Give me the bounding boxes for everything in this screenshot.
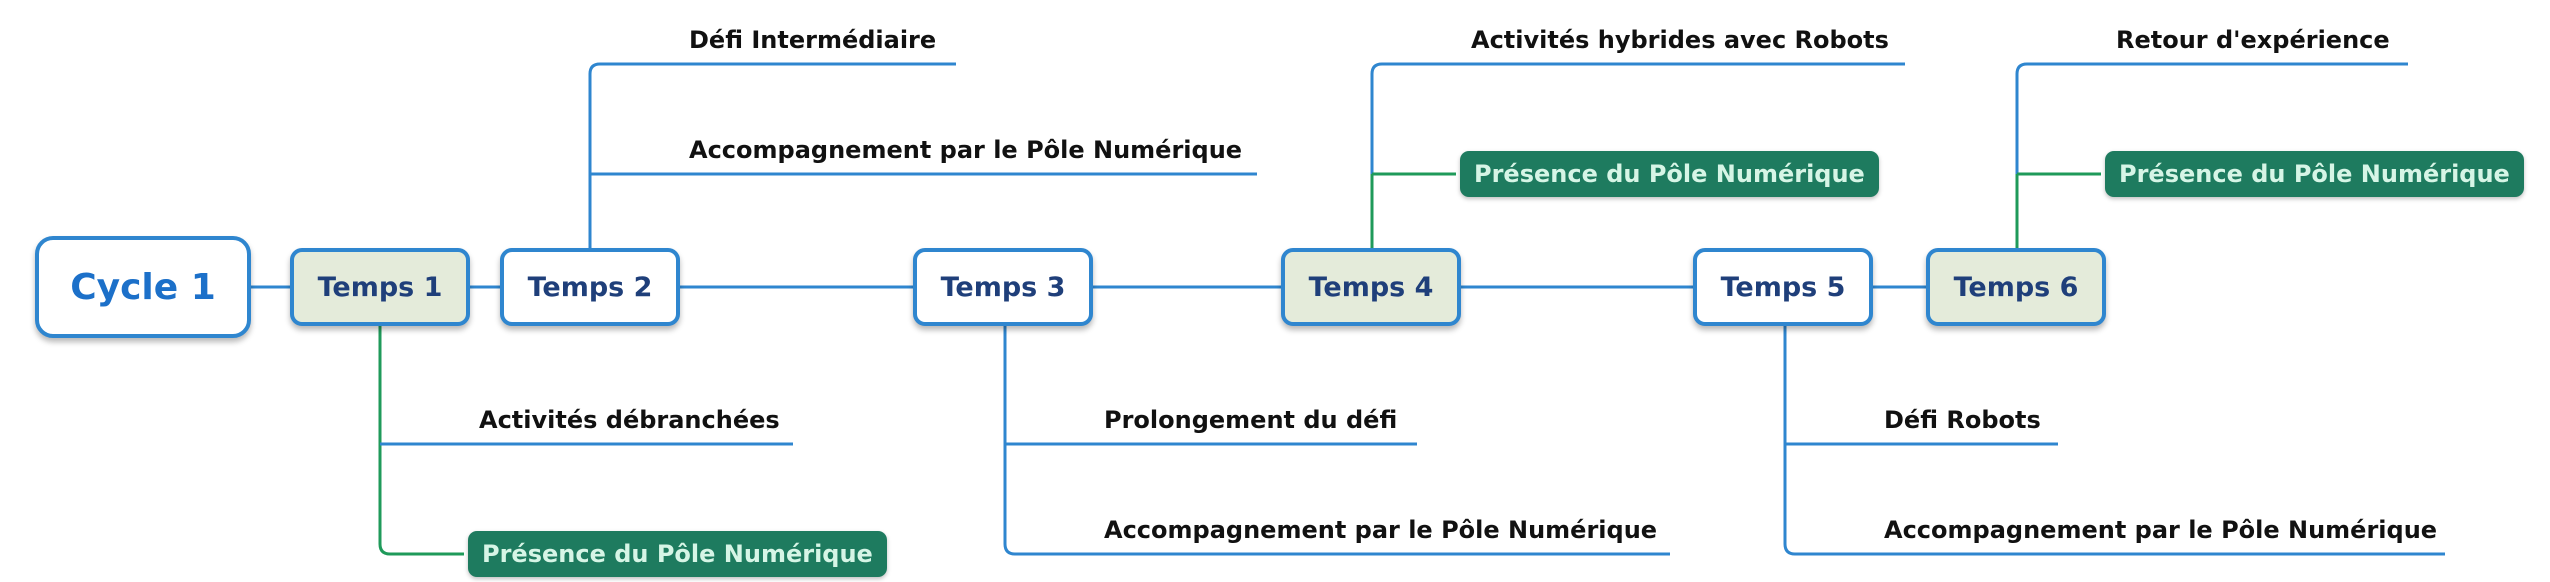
pill-presence-pole-numerique[interactable]: Présence du Pôle Numérique xyxy=(468,531,887,577)
branch-line xyxy=(1370,62,1905,248)
node-temps-2[interactable]: Temps 2 xyxy=(500,248,680,326)
node-temps-1[interactable]: Temps 1 xyxy=(290,248,470,326)
leaf-accompagnement-pole-numerique[interactable]: Accompagnement par le Pôle Numérique xyxy=(1104,516,1658,544)
branch-line xyxy=(1003,326,1670,556)
branch-line xyxy=(2015,62,2408,248)
node-temps-4[interactable]: Temps 4 xyxy=(1281,248,1461,326)
leaf-retour-experience[interactable]: Retour d'expérience xyxy=(2116,26,2390,54)
node-temps-3[interactable]: Temps 3 xyxy=(913,248,1093,326)
branch-line xyxy=(1783,326,2445,556)
leaf-accompagnement-pole-numerique[interactable]: Accompagnement par le Pôle Numérique xyxy=(689,136,1243,164)
leaf-activites-hybrides-robots[interactable]: Activités hybrides avec Robots xyxy=(1471,26,1889,54)
leaf-defi-robots[interactable]: Défi Robots xyxy=(1884,406,2041,434)
branch-line xyxy=(378,326,464,556)
leaf-defi-intermediaire[interactable]: Défi Intermédiaire xyxy=(689,26,937,54)
pill-presence-pole-numerique[interactable]: Présence du Pôle Numérique xyxy=(1460,151,1879,197)
node-temps-5[interactable]: Temps 5 xyxy=(1693,248,1873,326)
node-temps-6[interactable]: Temps 6 xyxy=(1926,248,2106,326)
pill-presence-pole-numerique[interactable]: Présence du Pôle Numérique xyxy=(2105,151,2524,197)
leaf-prolongement-du-defi[interactable]: Prolongement du défi xyxy=(1104,406,1398,434)
leaf-accompagnement-pole-numerique[interactable]: Accompagnement par le Pôle Numérique xyxy=(1884,516,2438,544)
root-node-cycle-1[interactable]: Cycle 1 xyxy=(35,236,251,338)
leaf-activites-debranchees[interactable]: Activités débranchées xyxy=(479,406,780,434)
branch-line xyxy=(588,62,956,248)
